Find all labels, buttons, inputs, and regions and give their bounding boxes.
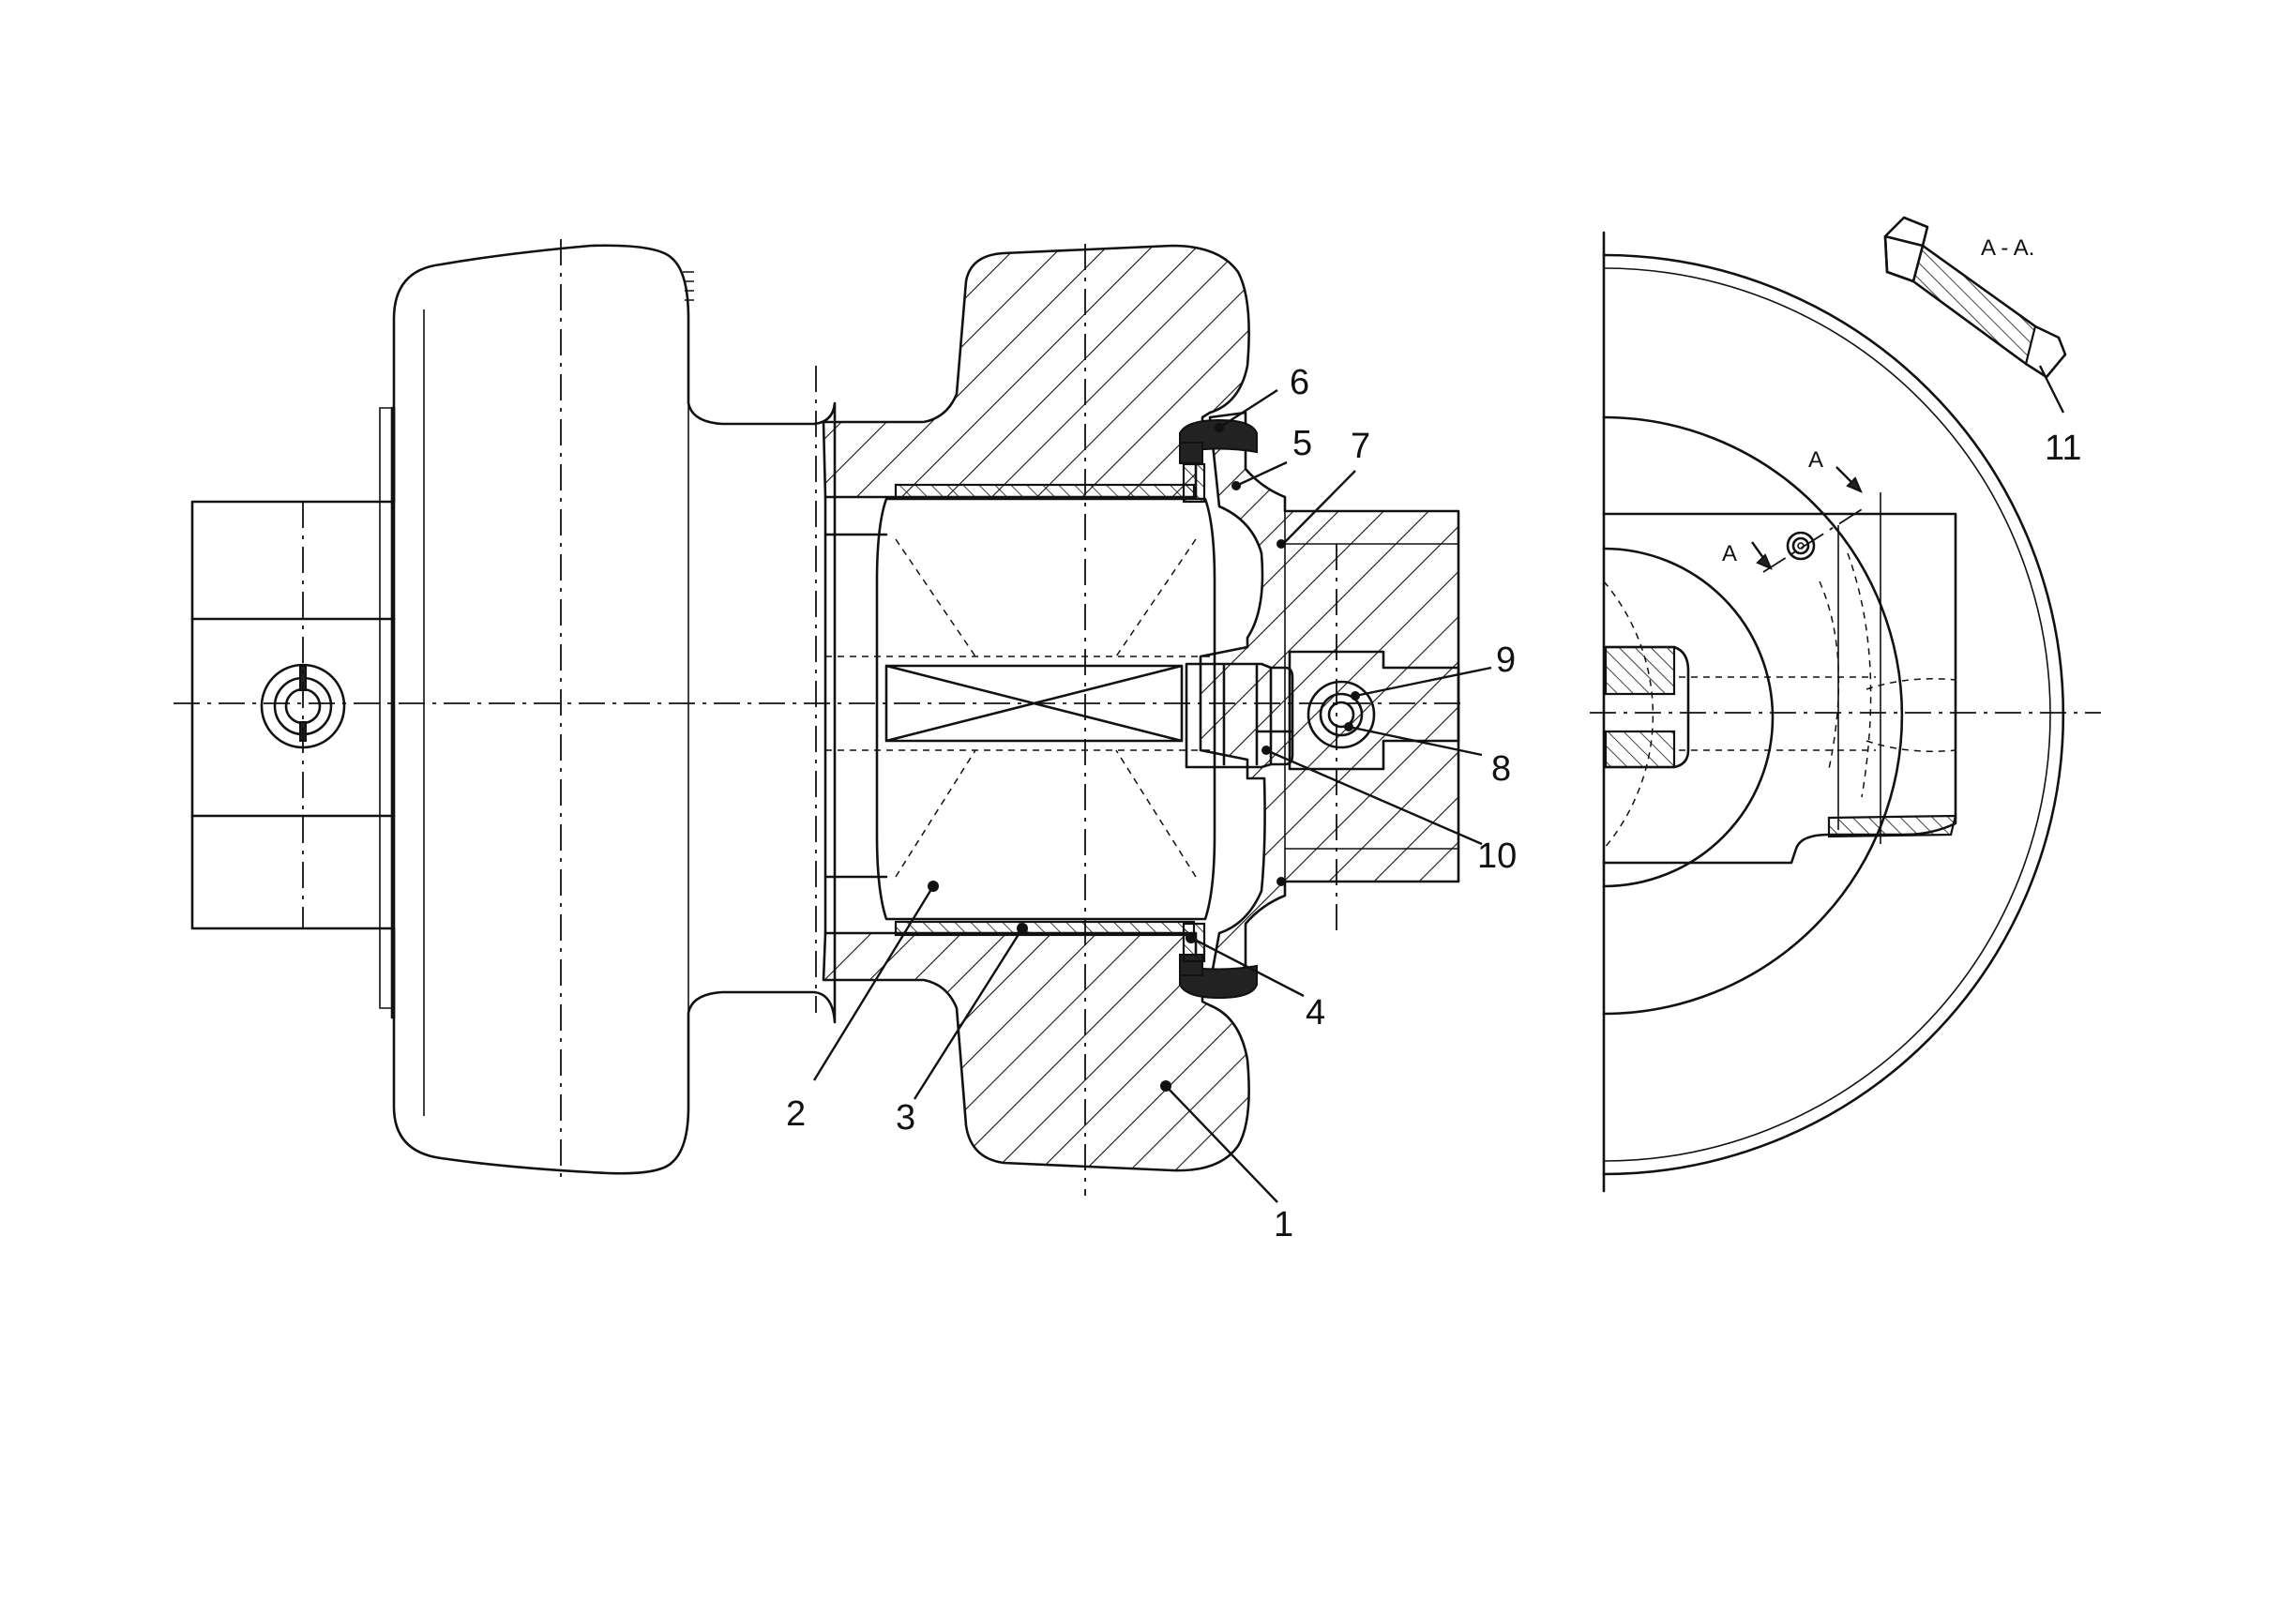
shaft-end-inner-edge: [379, 407, 392, 1009]
section-letter-upper: A: [1808, 447, 1823, 473]
callout-labels: 1 2 3 4 5 6 7 8 9 10 11: [786, 363, 2081, 1244]
roller-tick-marks: [683, 271, 694, 301]
bushing-lower: [894, 920, 1196, 937]
callout-10: 10: [1477, 837, 1517, 876]
roller-housing-upper: [822, 244, 1250, 499]
callout-11: 11: [2045, 429, 2081, 468]
roller-body-outline: [392, 244, 837, 1175]
callout-6: 6: [1290, 363, 1309, 402]
end-view-hidden-lines: [1679, 552, 1956, 798]
callout-8: 8: [1491, 749, 1511, 789]
end-view-cap-lines: [1837, 492, 1881, 844]
end-view-hidden-arc: [1603, 580, 1654, 850]
roller-housing-lower: [822, 931, 1250, 1172]
shaft-taper-hidden-lines: [825, 538, 1215, 878]
end-view-rim-arc: [1603, 267, 2051, 1162]
callout-5: 5: [1292, 424, 1312, 463]
detail-plug-head: [1883, 234, 1925, 283]
end-view-mid-arc: [1602, 415, 1904, 1016]
callout-3: 3: [896, 1098, 915, 1138]
retaining-plug: [1185, 662, 1294, 769]
roller-section-view: [822, 244, 1460, 1172]
callout-9: 9: [1496, 641, 1516, 680]
shaft-flat-end: [884, 664, 1184, 743]
roller-side-view: [190, 244, 837, 1175]
section-title: A - A.: [1981, 235, 2034, 261]
grease-plug-end-view: [1786, 531, 1816, 561]
shaft-end-mid-lines: [190, 617, 396, 818]
callout-7: 7: [1351, 427, 1370, 466]
roller-end-view: A A: [1590, 231, 2101, 1193]
section-letter-lower: A: [1722, 541, 1737, 566]
end-view-cap-hatch: [1827, 814, 1957, 838]
section-a-a-detail: A - A.: [1883, 216, 2067, 379]
seal-ring-lower: [1179, 954, 1258, 1000]
end-view-shaft-outline: [1604, 645, 1690, 769]
shaft-body: [875, 497, 1216, 921]
end-view-outer-arc: [1602, 253, 2065, 1176]
callout-1: 1: [1274, 1205, 1293, 1244]
section-cut-line: [1762, 505, 1867, 573]
o-ring-marker-lower: [1276, 877, 1286, 886]
collar-upper: [1182, 462, 1206, 504]
callout-2: 2: [786, 1094, 806, 1134]
end-view-inner-arc: [1602, 547, 1775, 888]
detail-plug-hatch: [1911, 244, 2037, 366]
end-cap-pocket: [1288, 650, 1460, 771]
callout-4: 4: [1306, 993, 1325, 1033]
callout-leaders: [812, 365, 2065, 1203]
end-view-shaft-stub: [1604, 645, 1676, 769]
shaft-outline: [823, 495, 888, 935]
end-cap-face-lines: [1284, 511, 1458, 896]
shaft-end-block: [190, 406, 396, 1019]
grease-plug-section: [1307, 680, 1376, 749]
retaining-plug-ribs: [1222, 664, 1294, 766]
bushing-upper: [894, 483, 1196, 500]
o-ring-marker-upper: [1276, 539, 1286, 549]
